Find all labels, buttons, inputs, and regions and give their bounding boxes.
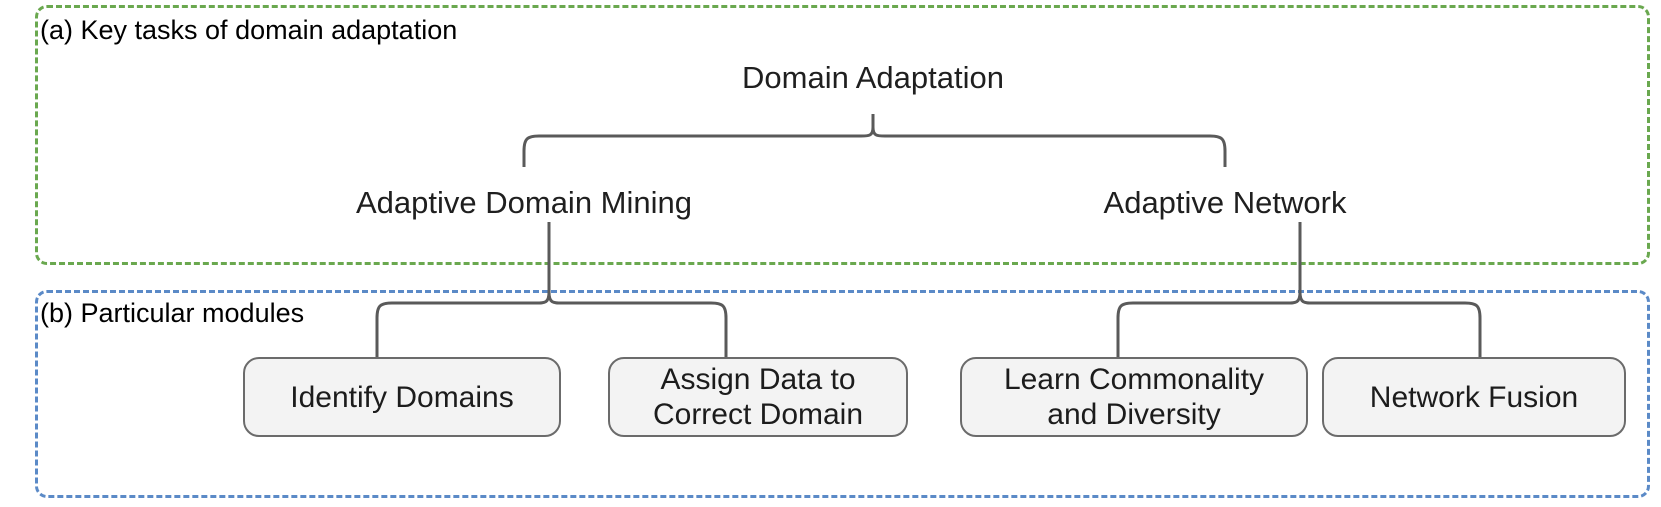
group-a-label: (a) Key tasks of domain adaptation: [40, 15, 458, 45]
module-box-identify-domains[interactable]: Identify Domains: [243, 357, 561, 437]
root-node-domain-adaptation: Domain Adaptation: [742, 60, 1004, 95]
module-box-learn-commonality[interactable]: Learn Commonality and Diversity: [960, 357, 1308, 437]
module-box-assign-data[interactable]: Assign Data to Correct Domain: [608, 357, 908, 437]
module-box-network-fusion[interactable]: Network Fusion: [1322, 357, 1626, 437]
module-label-line1: Learn Commonality: [1003, 363, 1265, 396]
group-b-label: (b) Particular modules: [40, 298, 305, 328]
group-box-particular-modules: [35, 290, 1650, 498]
module-label: Assign Data to Correct Domain: [653, 362, 863, 432]
module-label-line2: and Diversity: [1047, 398, 1221, 431]
module-label-line2: Correct Domain: [652, 398, 864, 431]
module-label: Identify Domains: [290, 380, 514, 414]
module-label: Network Fusion: [1369, 380, 1579, 414]
module-label-line1: Assign Data to: [660, 363, 856, 396]
module-label: Learn Commonality and Diversity: [1004, 362, 1264, 432]
group-box-key-tasks: [35, 5, 1650, 265]
node-adaptive-network: Adaptive Network: [1103, 185, 1347, 220]
node-adaptive-domain-mining: Adaptive Domain Mining: [355, 185, 693, 220]
